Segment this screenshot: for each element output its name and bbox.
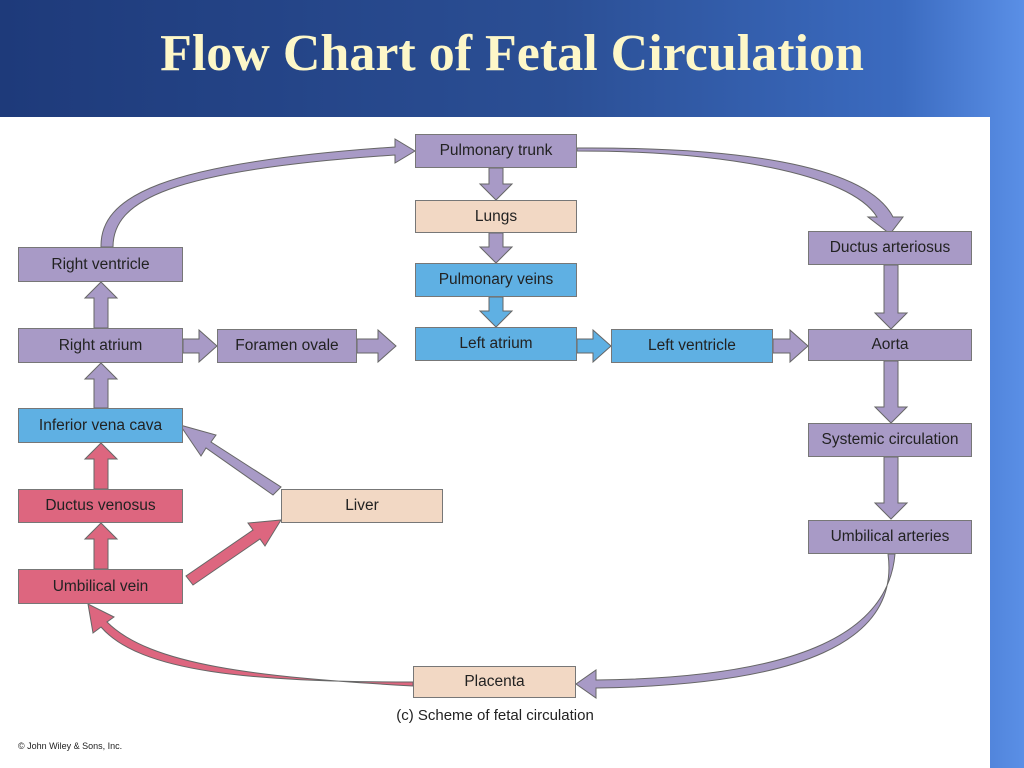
arrow-left-ventricle-to-aorta xyxy=(772,328,809,364)
arrow-ivc-to-right-atrium xyxy=(83,362,119,409)
arrow-placenta-to-umbilical-vein xyxy=(87,603,414,687)
arrow-left-atrium-to-left-ventricle xyxy=(576,328,612,364)
arrow-right-atrium-to-foramen-ovale xyxy=(182,328,218,364)
node-aorta: Aorta xyxy=(808,329,972,361)
arrow-systemic-to-umbilical-arteries xyxy=(873,456,909,520)
arrow-lungs-to-pulmonary-veins xyxy=(478,232,514,264)
arrow-umbilical-vein-to-ductus-venosus xyxy=(83,522,119,570)
arrow-liver-to-ivc xyxy=(178,424,282,496)
node-placenta: Placenta xyxy=(413,666,576,698)
arrow-right-atrium-to-right-ventricle xyxy=(83,281,119,329)
arrow-aorta-to-systemic-circulation xyxy=(873,360,909,424)
node-umbilical-arteries: Umbilical arteries xyxy=(808,520,972,554)
node-ductus-venosus: Ductus venosus xyxy=(18,489,183,523)
slide-title: Flow Chart of Fetal Circulation xyxy=(160,25,864,82)
node-right-atrium: Right atrium xyxy=(18,328,183,363)
arrow-right-ventricle-to-pulmonary-trunk xyxy=(100,138,416,248)
node-pulmonary-trunk: Pulmonary trunk xyxy=(415,134,577,168)
diagram-caption: (c) Scheme of fetal circulation xyxy=(396,707,594,724)
flow-arrows xyxy=(83,138,909,699)
node-inferior-vena-cava: Inferior vena cava xyxy=(18,408,183,443)
node-liver: Liver xyxy=(281,489,443,523)
arrow-pulmonary-trunk-to-ductus-arteriosus xyxy=(576,147,905,235)
copyright-notice: © John Wiley & Sons, Inc. xyxy=(18,741,123,751)
arrow-pulmonary-trunk-to-lungs xyxy=(478,167,514,201)
node-left-atrium: Left atrium xyxy=(415,327,577,361)
node-systemic-circulation: Systemic circulation xyxy=(808,423,972,457)
arrow-pulmonary-veins-to-left-atrium xyxy=(478,296,514,328)
arrow-ductus-venosus-to-ivc xyxy=(83,442,119,490)
arrow-umbilical-vein-to-liver xyxy=(185,519,282,586)
arrow-foramen-ovale-to-left-atrium xyxy=(356,328,397,364)
arrow-umbilical-arteries-to-placenta xyxy=(575,553,896,699)
node-umbilical-vein: Umbilical vein xyxy=(18,569,183,604)
node-pulmonary-veins: Pulmonary veins xyxy=(415,263,577,297)
node-lungs: Lungs xyxy=(415,200,577,233)
node-foramen-ovale: Foramen ovale xyxy=(217,329,357,363)
node-left-ventricle: Left ventricle xyxy=(611,329,773,363)
diagram-panel: Pulmonary trunk Lungs Pulmonary veins Ri… xyxy=(0,117,990,768)
node-ductus-arteriosus: Ductus arteriosus xyxy=(808,231,972,265)
arrow-ductus-arteriosus-to-aorta xyxy=(873,264,909,330)
node-right-ventricle: Right ventricle xyxy=(18,247,183,282)
